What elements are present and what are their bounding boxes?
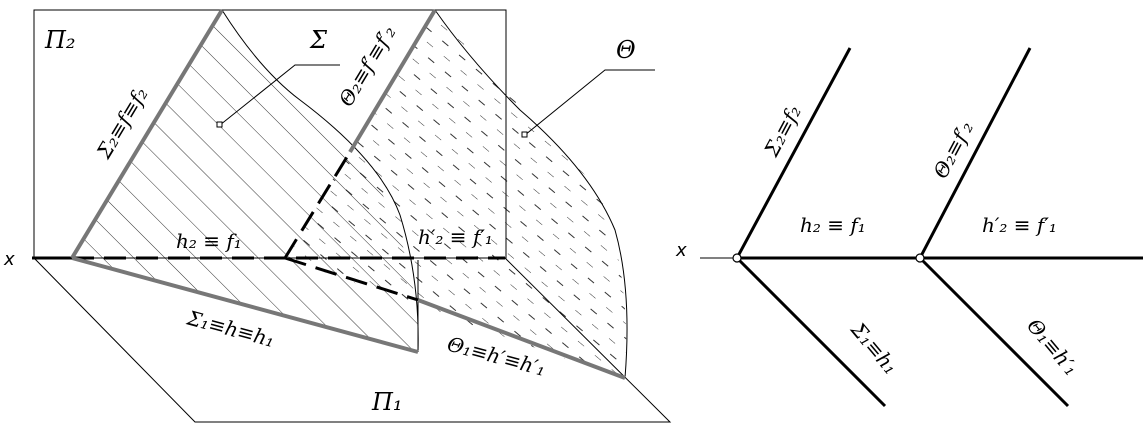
vanishing-point-theta (915, 253, 925, 263)
label-x-right: x (675, 240, 687, 261)
label-sigma: Σ (309, 26, 328, 54)
theta1-trace-solid (417, 298, 626, 380)
theta2-trace-solid (348, 8, 437, 154)
theta-leader (524, 69, 655, 136)
label-pi2: Π₂ (44, 26, 76, 54)
theta1-right (918, 256, 1070, 408)
theta2-trace-hidden (283, 151, 352, 259)
theta2-right (918, 47, 1032, 259)
label-h2f1-right: h₂ ≡ f₁ (800, 213, 866, 237)
label-sigma1-trace: Σ₁≡h≡h₁ (184, 305, 278, 352)
sigma-plane-region (72, 10, 419, 352)
label-x-left: x (3, 249, 15, 270)
sigma1-right (735, 256, 887, 408)
label-sigma1-right: Σ₁≡h₁ (846, 317, 903, 379)
sigma-plane-arc (221, 9, 419, 353)
theta1-trace-hidden (284, 256, 419, 302)
label-h2pf1p-left: h′₂ ≡ f′₁ (418, 225, 493, 249)
sigma1-trace (71, 256, 419, 354)
sigma2-right (735, 47, 852, 259)
label-theta: Θ (616, 36, 636, 64)
sigma-leader (219, 64, 340, 126)
sigma2-trace (70, 8, 224, 260)
vanishing-point-sigma (732, 253, 742, 263)
label-h2f1-left: h₂ ≡ f₁ (176, 229, 242, 253)
label-pi1: Π₁ (371, 388, 403, 416)
label-theta2-right: Θ₂≡f′₂ (928, 117, 978, 182)
label-sigma2-right: Σ₂≡f₂ (759, 101, 806, 161)
theta-plane-arc (434, 9, 628, 379)
label-h2pf1p-right: h′₂ ≡ f′₁ (982, 213, 1057, 237)
